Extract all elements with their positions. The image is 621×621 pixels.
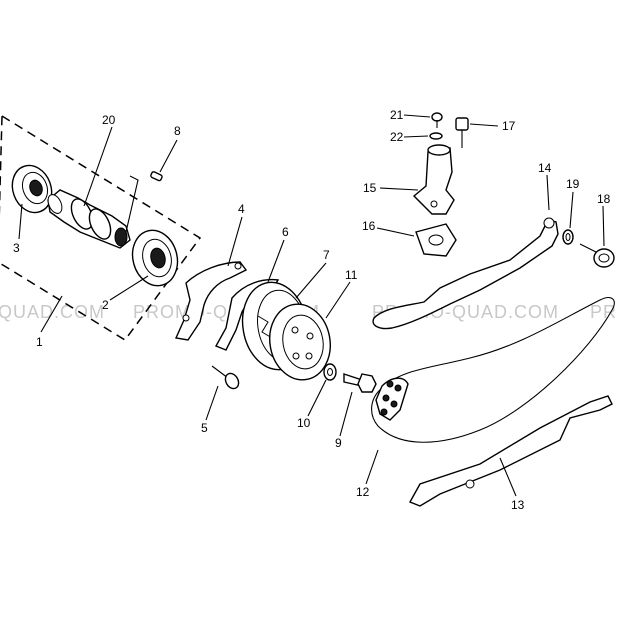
- callout-14: 14: [538, 161, 552, 175]
- callout-6: 6: [282, 225, 289, 239]
- decompressor-plate: [174, 261, 248, 341]
- callout-11: 11: [345, 268, 358, 282]
- sprocket-face-plate: [269, 303, 331, 381]
- callout-7: 7: [323, 248, 330, 262]
- callout-18: 18: [597, 192, 611, 206]
- camshaft: [47, 189, 131, 249]
- callout-2: 2: [102, 298, 109, 312]
- o-ring: [562, 229, 574, 245]
- flange-bolt: [343, 373, 377, 393]
- bearing-small: [11, 164, 53, 214]
- callout-15: 15: [363, 181, 377, 195]
- socket-bolt: [455, 117, 469, 148]
- callout-17: 17: [502, 119, 516, 133]
- callout-22: 22: [390, 130, 404, 144]
- callout-13: 13: [511, 498, 525, 512]
- callout-12: 12: [356, 485, 370, 499]
- tensioner-body: [412, 144, 455, 215]
- callout-20: 20: [102, 113, 116, 127]
- chain-guide: [409, 395, 613, 507]
- leader-lines: [18, 114, 605, 497]
- callout-21: 21: [390, 108, 404, 122]
- watermark-right: PR: [590, 302, 617, 322]
- tensioner-gasket: [415, 223, 457, 257]
- callout-19: 19: [566, 177, 580, 191]
- pivot-bolt: [579, 243, 615, 268]
- cap-bolt: [431, 112, 443, 128]
- callout-5: 5: [201, 421, 208, 435]
- timing-chain: [371, 297, 615, 443]
- washer: [323, 363, 337, 381]
- callout-10: 10: [297, 416, 311, 430]
- callout-16: 16: [362, 219, 376, 233]
- callout-9: 9: [335, 436, 342, 450]
- callout-1: 1: [36, 335, 43, 349]
- callout-8: 8: [174, 124, 181, 138]
- sealing-washer: [429, 132, 443, 140]
- tensioner-arm: [372, 217, 559, 330]
- callout-4: 4: [238, 202, 245, 216]
- callout-3: 3: [13, 241, 20, 255]
- dowel-pin: [150, 171, 163, 182]
- callout-labels: 1 2 3 4 5 6 7 8 9 10 11 12 13 14 15 16 1…: [13, 108, 611, 512]
- bolt-small: [211, 365, 240, 390]
- bearing-large: [131, 229, 179, 287]
- watermark-left: QUAD.COM: [0, 302, 105, 322]
